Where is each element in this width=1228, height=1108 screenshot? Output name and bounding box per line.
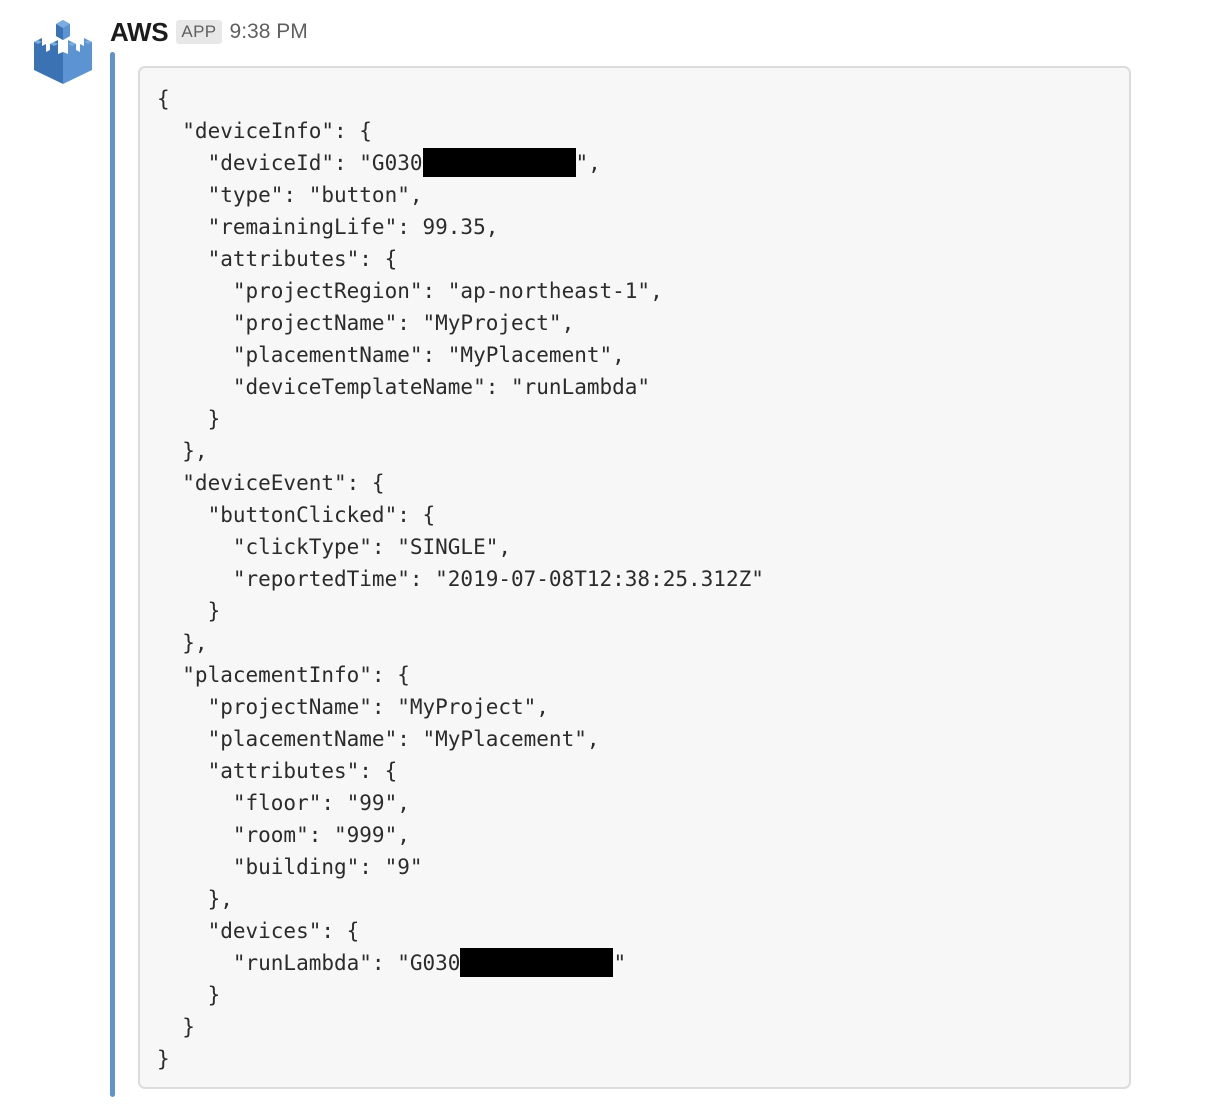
code-line: } [157, 599, 221, 623]
message-timestamp[interactable]: 9:38 PM [229, 20, 308, 43]
json-payload: { "deviceInfo": { "deviceId": "G030 ", "t… [157, 83, 1129, 1075]
code-line: "deviceId": "G030 ", [157, 147, 1129, 179]
code-line-text: ", [575, 151, 601, 175]
code-line: "deviceTemplateName": "runLambda" [157, 375, 651, 399]
code-line: "projectName": "MyProject", [157, 695, 549, 719]
message-header: AWS APP 9:38 PM [110, 14, 308, 50]
code-block: { "deviceInfo": { "deviceId": "G030 ", "t… [138, 66, 1131, 1089]
attachment-accent-bar [110, 52, 115, 1097]
code-line-text: "deviceId": "G030 [157, 151, 423, 175]
redacted-device-id [460, 948, 614, 977]
code-line: "deviceEvent": { [157, 471, 385, 495]
code-line: } [157, 407, 221, 431]
code-line: }, [157, 887, 233, 911]
code-line: }, [157, 439, 208, 463]
code-line: "attributes": { [157, 247, 398, 271]
code-line: "floor": "99", [157, 791, 410, 815]
code-line: "placementName": "MyPlacement", [157, 727, 600, 751]
code-line: "reportedTime": "2019-07-08T12:38:25.312… [157, 567, 764, 591]
aws-iot-castle-icon [34, 20, 92, 84]
aws-avatar[interactable] [32, 14, 94, 84]
code-line: "runLambda": "G030 " [157, 947, 1129, 979]
code-line: "deviceInfo": { [157, 119, 372, 143]
redacted-device-id [422, 148, 576, 177]
app-badge: APP [176, 20, 222, 44]
code-line: "projectName": "MyProject", [157, 311, 575, 335]
code-line-text: "runLambda": "G030 [157, 951, 461, 975]
code-line: { [157, 87, 170, 111]
code-line: "devices": { [157, 919, 360, 943]
code-line: }, [157, 631, 208, 655]
code-line: "placementName": "MyPlacement", [157, 343, 625, 367]
code-line-text: " [613, 951, 627, 975]
code-line: } [157, 983, 221, 1007]
code-line: "attributes": { [157, 759, 398, 783]
code-line: "room": "999", [157, 823, 410, 847]
sender-name[interactable]: AWS [110, 16, 169, 47]
code-line: } [157, 1047, 170, 1071]
code-line: "placementInfo": { [157, 663, 410, 687]
code-line: } [157, 1015, 195, 1039]
code-line: "type": "button", [157, 183, 423, 207]
code-line: "clickType": "SINGLE", [157, 535, 512, 559]
code-line: "buttonClicked": { [157, 503, 436, 527]
code-line: "remainingLife": 99.35, [157, 215, 499, 239]
code-line: "building": "9" [157, 855, 423, 879]
code-line: "projectRegion": "ap-northeast-1", [157, 279, 663, 303]
